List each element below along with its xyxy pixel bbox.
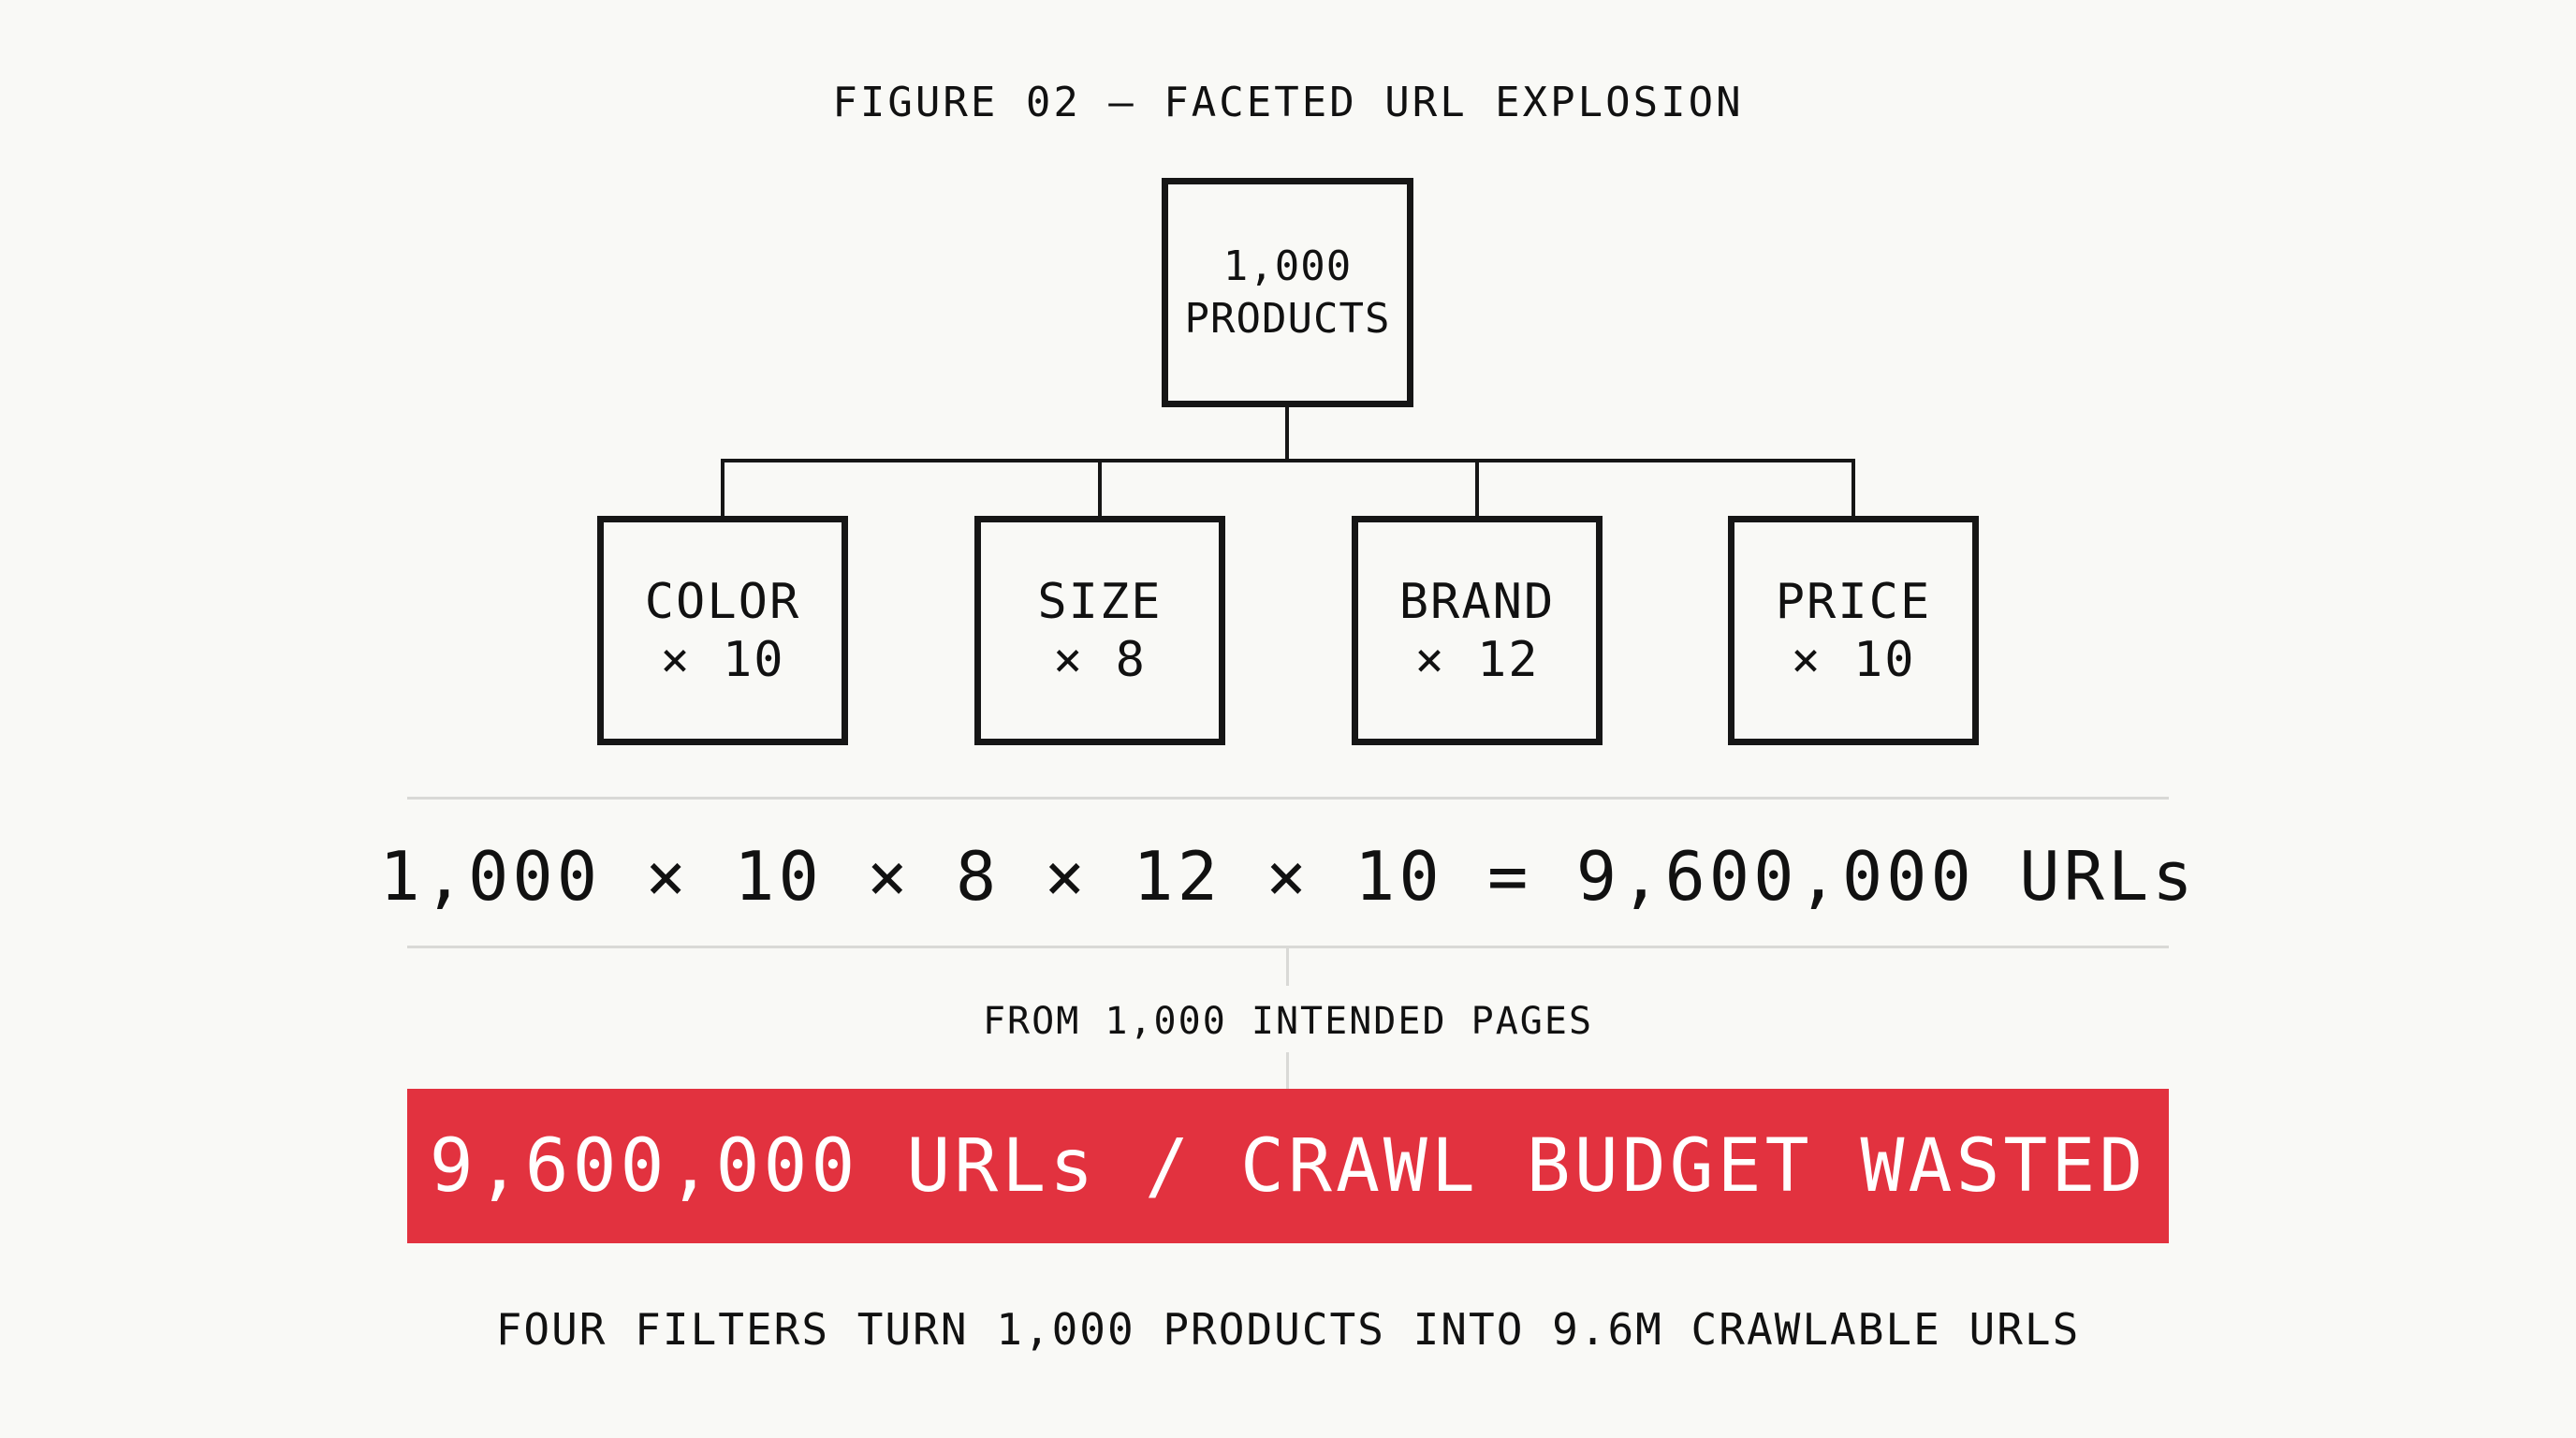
facet-node-color: COLOR × 10 xyxy=(597,516,848,745)
connector-drop-brand xyxy=(1475,459,1479,517)
crawl-budget-banner: 9,600,000 URLs / CRAWL BUDGET WASTED xyxy=(407,1089,2169,1243)
connector-drop-color xyxy=(721,459,724,517)
figure-caption: FOUR FILTERS TURN 1,000 PRODUCTS INTO 9.… xyxy=(495,1304,2081,1355)
equation-note: FROM 1,000 INTENDED PAGES xyxy=(982,1000,1594,1043)
divider-bottom xyxy=(407,946,2169,948)
url-equation: 1,000 × 10 × 8 × 12 × 10 = 9,600,000 URL… xyxy=(379,837,2197,916)
facet-multiplier: × 8 xyxy=(1053,631,1147,688)
connector-root-stem xyxy=(1285,407,1289,462)
figure-title: FIGURE 02 — FACETED URL EXPLOSION xyxy=(832,79,1744,126)
connector-horizontal-bar xyxy=(721,459,1855,462)
connector-drop-size xyxy=(1098,459,1102,517)
facet-name: BRAND xyxy=(1398,573,1556,630)
facet-node-brand: BRAND × 12 xyxy=(1352,516,1603,745)
facet-name: SIZE xyxy=(1037,573,1163,630)
facet-node-price: PRICE × 10 xyxy=(1728,516,1979,745)
facet-multiplier: × 10 xyxy=(660,631,785,688)
facet-node-size: SIZE × 8 xyxy=(974,516,1225,745)
connector-gray-upper xyxy=(1286,948,1289,986)
root-node-count: 1,000 xyxy=(1222,242,1353,290)
root-node-label: PRODUCTS xyxy=(1184,294,1391,343)
connector-drop-price xyxy=(1852,459,1855,517)
facet-name: PRICE xyxy=(1775,573,1932,630)
connector-gray-lower xyxy=(1286,1052,1289,1089)
facet-multiplier: × 10 xyxy=(1791,631,1916,688)
root-node-products: 1,000 PRODUCTS xyxy=(1162,178,1413,407)
facet-multiplier: × 12 xyxy=(1414,631,1540,688)
divider-top xyxy=(407,797,2169,800)
facet-name: COLOR xyxy=(644,573,801,630)
banner-text: 9,600,000 URLs / CRAWL BUDGET WASTED xyxy=(429,1123,2147,1209)
